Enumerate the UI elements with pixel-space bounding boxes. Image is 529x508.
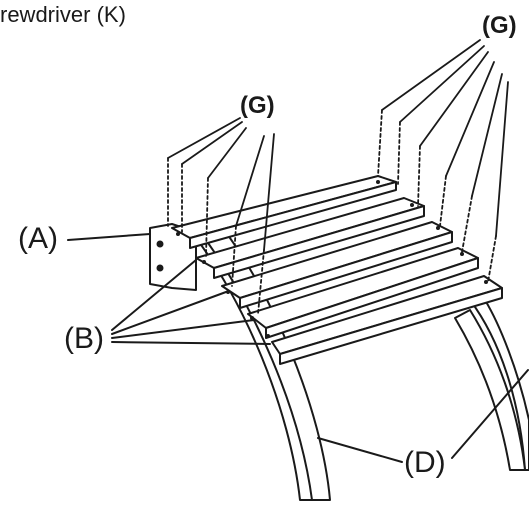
slat-5-front bbox=[279, 287, 503, 365]
label-a: (A) bbox=[18, 222, 58, 255]
side-bracket bbox=[149, 223, 197, 291]
slat-3-front bbox=[239, 231, 453, 309]
right-leg-front bbox=[454, 309, 526, 471]
bracket-bolt-2 bbox=[156, 264, 164, 272]
label-b: (B) bbox=[64, 322, 104, 355]
label-g-left: (G) bbox=[240, 92, 275, 119]
label-g-right: (G) bbox=[482, 12, 517, 39]
bracket-bolt-1 bbox=[156, 240, 164, 248]
slats bbox=[171, 175, 503, 365]
label-d: (D) bbox=[404, 446, 446, 479]
right-leg bbox=[469, 299, 529, 471]
screws-right bbox=[377, 39, 509, 283]
caption-text: rewdriver (K) bbox=[0, 2, 126, 27]
leader-a bbox=[67, 233, 151, 241]
leader-d-2 bbox=[451, 369, 529, 459]
screw-holes bbox=[176, 180, 488, 338]
slat-1-front bbox=[189, 181, 397, 249]
screws-left bbox=[167, 117, 275, 315]
slat-2-front bbox=[213, 205, 425, 279]
slat-4-front bbox=[265, 257, 479, 339]
leaders-b bbox=[111, 259, 271, 345]
leader-d bbox=[317, 437, 403, 463]
